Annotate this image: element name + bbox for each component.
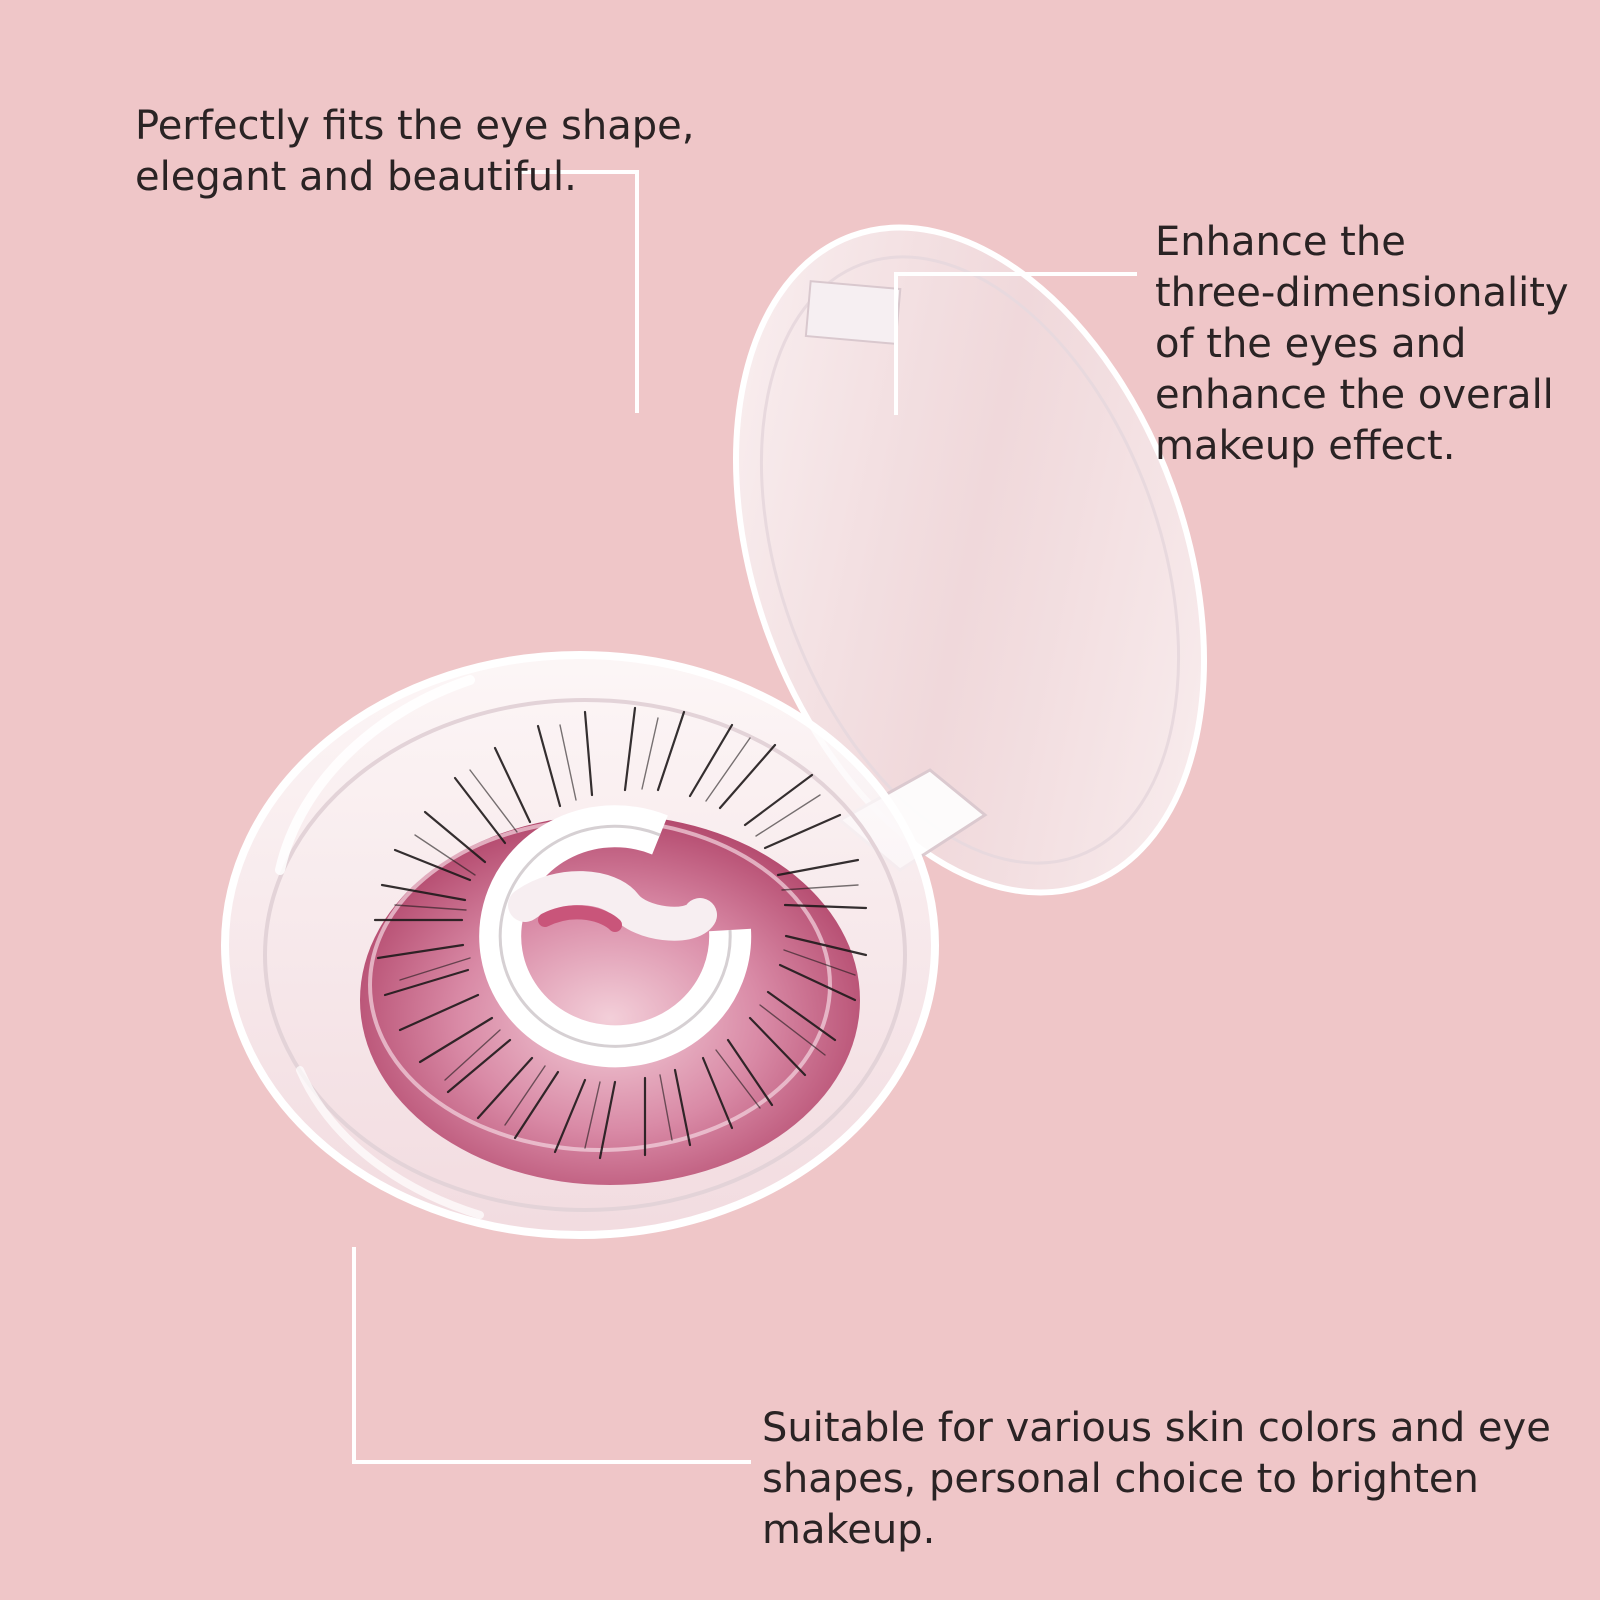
lash-holder-ring	[479, 805, 752, 1068]
callout-suitable-text: Suitable for various skin colors and eye…	[762, 1405, 1551, 1553]
lash-band	[373, 706, 868, 1160]
callout-fit-text: Perfectly fits the eye shape, elegant an…	[135, 103, 695, 200]
callout-dimension-text: Enhance the three-dimensionality of the …	[1155, 219, 1569, 469]
